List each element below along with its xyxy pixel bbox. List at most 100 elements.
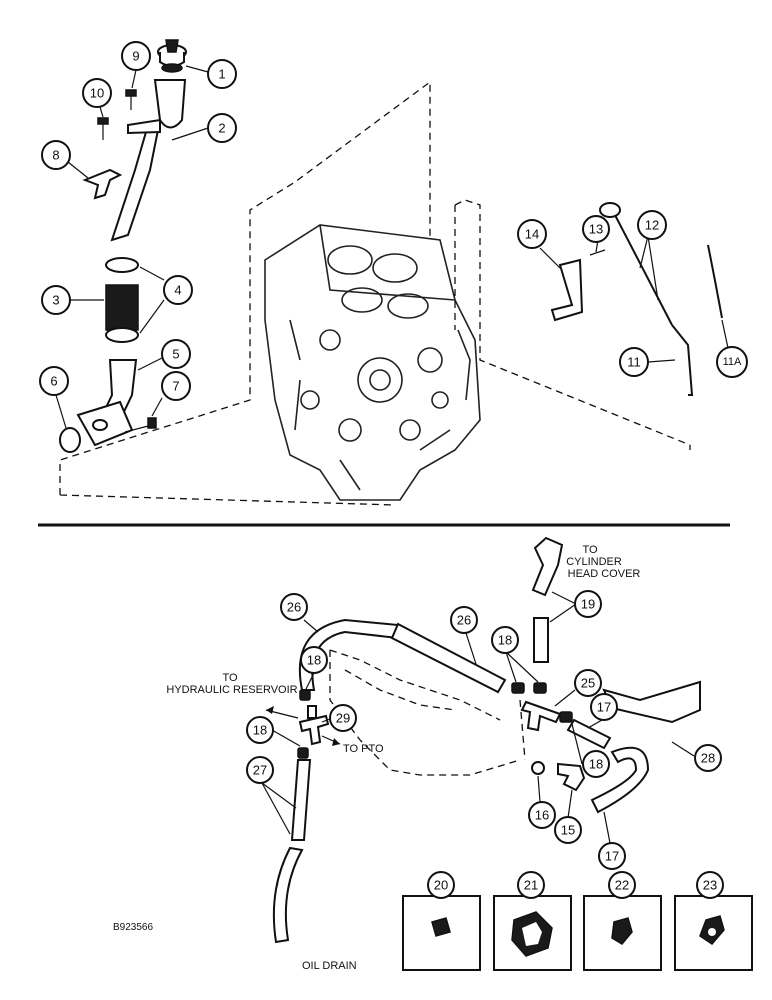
callout-19: 19 bbox=[549, 590, 602, 623]
drain-hose-short bbox=[566, 718, 612, 750]
callout-5: 5 bbox=[137, 339, 191, 371]
svg-text:22: 22 bbox=[615, 878, 629, 893]
svg-text:25: 25 bbox=[581, 676, 595, 691]
callout-13: 13 bbox=[582, 215, 610, 253]
breather-hose-lower bbox=[533, 617, 549, 663]
callout-27: 27 bbox=[246, 756, 297, 835]
dashed-region-right bbox=[454, 199, 691, 450]
tee-fitting bbox=[520, 700, 562, 732]
oil-drain-hose-lower bbox=[272, 846, 304, 944]
svg-text:8: 8 bbox=[52, 148, 59, 163]
svg-text:17: 17 bbox=[597, 700, 611, 715]
svg-text:9: 9 bbox=[132, 49, 139, 64]
svg-text:27: 27 bbox=[253, 763, 267, 778]
hose-clamp-e bbox=[559, 711, 573, 723]
hose-clamp-c bbox=[299, 689, 311, 701]
svg-text:1: 1 bbox=[218, 67, 225, 82]
bracket-14 bbox=[550, 258, 584, 322]
figure-id: B923566 bbox=[113, 922, 153, 933]
dashed-region-left bbox=[59, 80, 431, 506]
callout-2: 2 bbox=[171, 113, 237, 143]
svg-text:19: 19 bbox=[581, 597, 595, 612]
drain-hose-curved bbox=[590, 746, 650, 814]
cross-fitting bbox=[298, 705, 330, 746]
callout-26-left: 26 bbox=[280, 593, 319, 633]
callout-8: 8 bbox=[41, 140, 89, 179]
label-head-cover: HEAD COVER bbox=[568, 568, 641, 580]
clip-22-icon bbox=[611, 917, 633, 945]
callout-18-right: 18 bbox=[571, 723, 610, 778]
svg-text:18: 18 bbox=[253, 723, 267, 738]
label-hydraulic-reservoir: HYDRAULIC RESERVOIR bbox=[166, 684, 297, 696]
svg-text:10: 10 bbox=[90, 86, 104, 101]
clip-20-icon bbox=[431, 917, 451, 937]
callout-28: 28 bbox=[671, 741, 722, 772]
svg-text:23: 23 bbox=[703, 878, 717, 893]
callout-11: 11 bbox=[619, 347, 676, 377]
clip-box-21: 21 bbox=[493, 871, 572, 971]
hose-clamp-a bbox=[511, 682, 525, 694]
callout-7: 7 bbox=[151, 371, 191, 417]
callout-11a: 11A bbox=[716, 319, 748, 378]
callout-14: 14 bbox=[517, 219, 561, 269]
bolt-7 bbox=[124, 417, 157, 433]
washer bbox=[531, 761, 545, 775]
oil-pan-outline bbox=[329, 649, 526, 776]
o-ring bbox=[59, 427, 81, 453]
svg-text:4: 4 bbox=[174, 283, 181, 298]
svg-text:5: 5 bbox=[172, 347, 179, 362]
bolt-10 bbox=[97, 117, 109, 140]
elbow-fitting bbox=[557, 762, 586, 792]
screw-13 bbox=[589, 249, 606, 256]
clip-box-23: 23 bbox=[674, 871, 753, 971]
svg-text:18: 18 bbox=[307, 653, 321, 668]
engine-block bbox=[264, 224, 481, 501]
callout-3: 3 bbox=[41, 285, 104, 315]
oil-drain-hose-upper bbox=[290, 759, 312, 841]
bolt-9 bbox=[125, 89, 137, 110]
svg-text:13: 13 bbox=[589, 222, 603, 237]
svg-text:21: 21 bbox=[524, 878, 538, 893]
svg-text:26: 26 bbox=[287, 600, 301, 615]
label-to-hydraulic: TO bbox=[222, 672, 238, 684]
svg-text:18: 18 bbox=[498, 633, 512, 648]
callout-18-left-lower: 18 bbox=[246, 716, 301, 747]
svg-text:29: 29 bbox=[336, 711, 350, 726]
hose-bracket bbox=[602, 680, 701, 724]
filler-tube bbox=[110, 79, 187, 242]
oil-pan-inner bbox=[344, 669, 456, 711]
callout-15: 15 bbox=[554, 789, 582, 844]
svg-text:26: 26 bbox=[457, 613, 471, 628]
filler-cap bbox=[157, 39, 187, 73]
callout-29: 29 bbox=[321, 704, 357, 732]
svg-text:12: 12 bbox=[645, 218, 659, 233]
callout-4: 4 bbox=[139, 266, 193, 334]
callout-9: 9 bbox=[121, 41, 151, 89]
hose-clamp-lower bbox=[105, 327, 139, 343]
dipstick bbox=[599, 202, 673, 326]
callout-16: 16 bbox=[528, 775, 556, 829]
hose-clamp-d bbox=[297, 747, 309, 759]
dipstick-tube-alt bbox=[707, 244, 723, 319]
svg-text:28: 28 bbox=[701, 751, 715, 766]
svg-text:14: 14 bbox=[525, 227, 539, 242]
callout-25: 25 bbox=[554, 669, 602, 707]
svg-text:17: 17 bbox=[605, 849, 619, 864]
svg-text:7: 7 bbox=[172, 379, 179, 394]
callout-12: 12 bbox=[637, 210, 667, 301]
svg-text:20: 20 bbox=[434, 878, 448, 893]
callout-26-right: 26 bbox=[450, 606, 478, 665]
svg-text:2: 2 bbox=[218, 121, 225, 136]
svg-text:11A: 11A bbox=[723, 356, 742, 368]
svg-text:3: 3 bbox=[52, 293, 59, 308]
label-to: TO bbox=[582, 544, 598, 556]
hose-clamp-b bbox=[533, 682, 547, 694]
clip-box-22: 22 bbox=[583, 871, 662, 971]
breather-hose-upper bbox=[531, 536, 564, 597]
svg-text:16: 16 bbox=[535, 808, 549, 823]
hose-clamp-upper bbox=[105, 257, 139, 273]
label-cylinder: CYLINDER bbox=[566, 556, 622, 568]
svg-text:6: 6 bbox=[50, 374, 57, 389]
svg-text:15: 15 bbox=[561, 823, 575, 838]
